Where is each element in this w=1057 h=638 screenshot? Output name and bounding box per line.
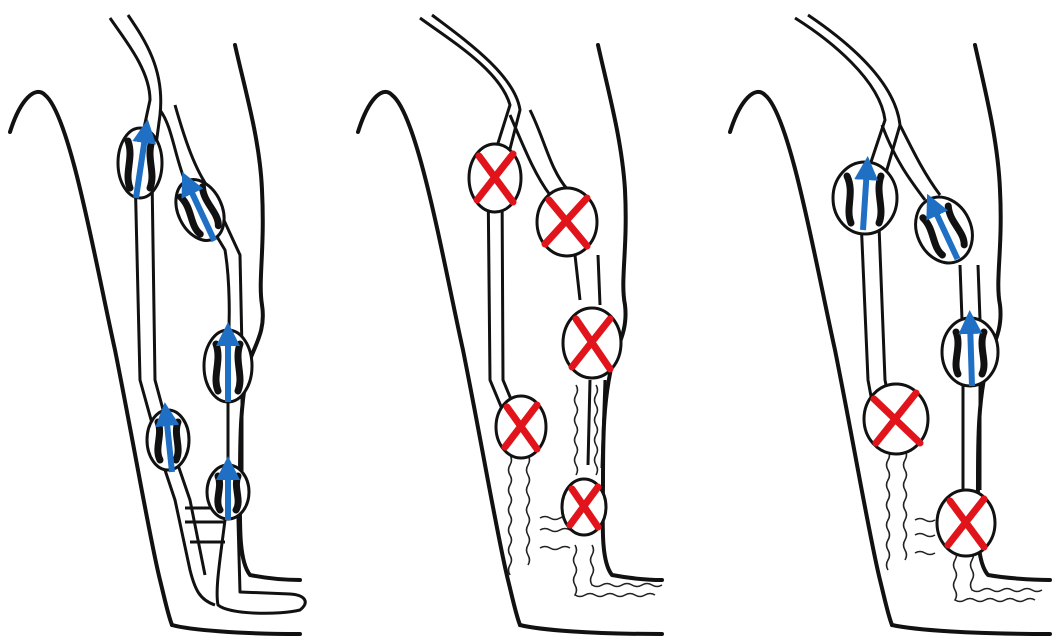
valve-failed — [537, 188, 597, 256]
valve — [833, 162, 897, 234]
valve — [207, 465, 249, 520]
foot-line — [892, 625, 1050, 634]
varicose-vein-left — [509, 455, 512, 575]
panel-2 — [358, 15, 662, 634]
vein-left — [110, 18, 215, 605]
flow-arrow — [970, 322, 972, 386]
foot-line — [172, 625, 300, 634]
vein-left-inner — [128, 15, 205, 575]
valve-failed — [864, 384, 928, 454]
valve — [167, 172, 235, 250]
valve — [147, 410, 189, 472]
foot-line — [520, 625, 662, 634]
varicose-vein-left-2 — [527, 455, 530, 565]
panel-1 — [10, 15, 305, 634]
valve — [905, 188, 983, 272]
varicose-foot — [574, 545, 663, 597]
varicose-connector — [915, 519, 935, 555]
valve-failed — [469, 144, 521, 212]
valve-failed — [563, 308, 621, 378]
varicose-vein-left — [887, 450, 907, 570]
vein-left-inner — [432, 15, 530, 445]
valve-failed — [937, 490, 995, 556]
valve — [118, 128, 162, 198]
valve-failed — [496, 396, 546, 458]
valve — [942, 318, 998, 386]
valve — [204, 330, 252, 402]
valve-failed — [562, 479, 606, 535]
panel-3 — [730, 15, 1050, 634]
flow-arrow — [863, 168, 867, 230]
varicose-vein-right — [575, 385, 598, 475]
